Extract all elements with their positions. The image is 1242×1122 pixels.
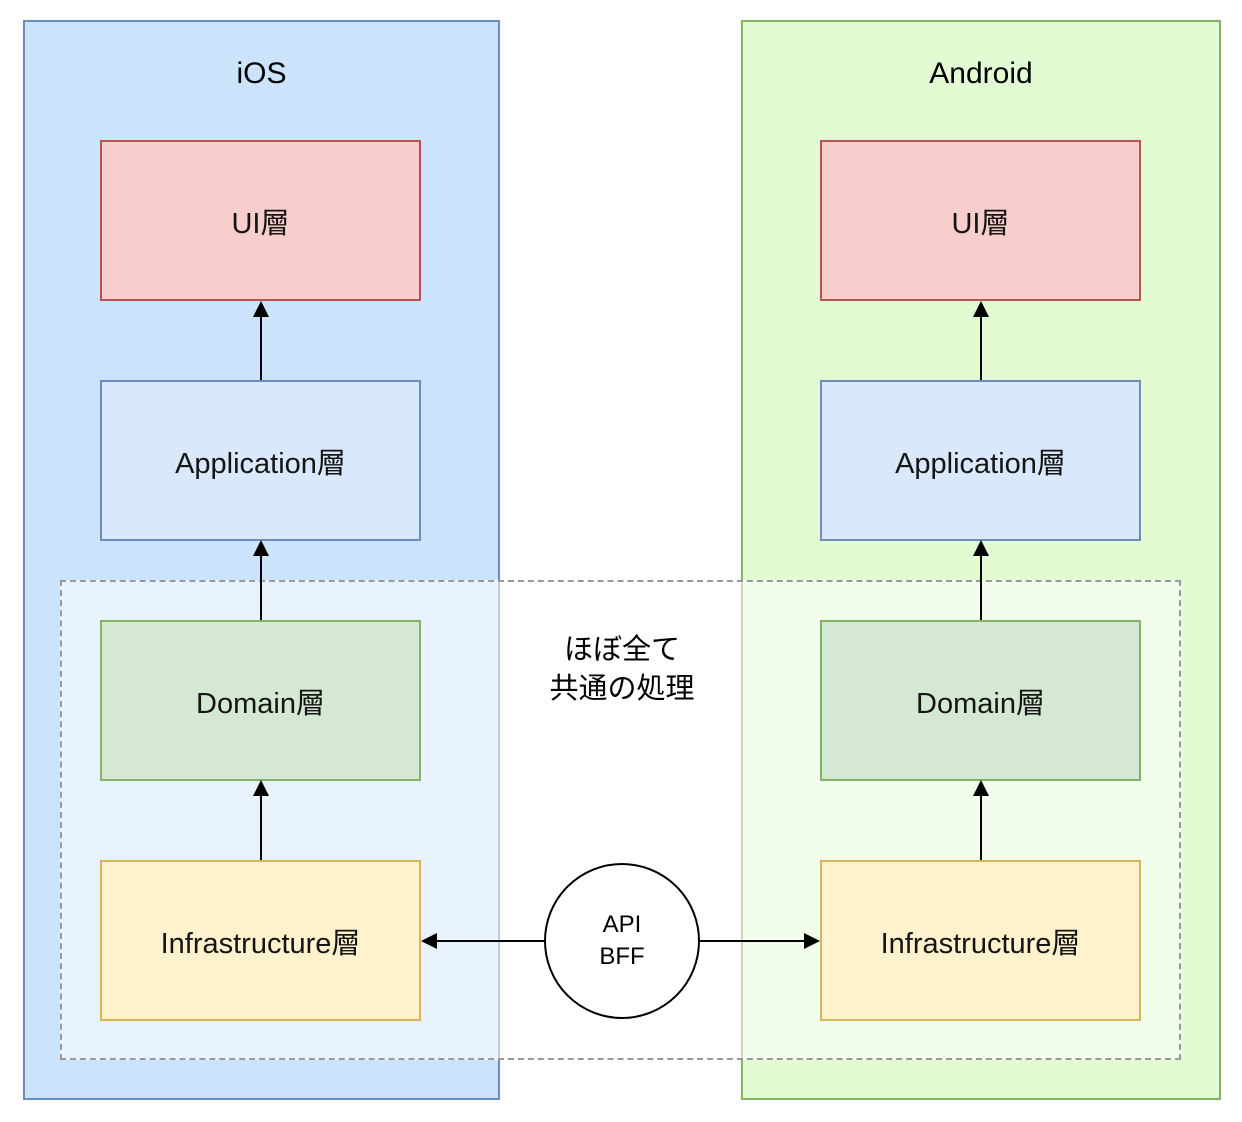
right-arrowhead-icon <box>804 933 820 949</box>
arrow-domain-to-application-android <box>972 540 990 620</box>
arrow-infrastructure-to-domain-ios <box>252 780 270 860</box>
ios-domain-layer-label: Domain層 <box>196 687 325 720</box>
arrow-domain-to-application-ios <box>252 540 270 620</box>
android-application-layer-label: Application層 <box>895 447 1066 480</box>
note-line-2: 共通の処理 <box>549 673 695 705</box>
left-arrowhead-icon <box>421 933 437 949</box>
android-ui-layer-box: UI層 <box>820 140 1141 301</box>
arrow-infrastructure-to-domain-android <box>972 780 990 860</box>
note-line-1: ほぼ全て <box>563 634 680 666</box>
ios-domain-layer-box: Domain層 <box>100 620 421 781</box>
android-domain-layer-label: Domain層 <box>916 687 1045 720</box>
ios-panel-title: iOS <box>236 57 287 90</box>
api-bff-hub: API BFF <box>544 863 700 1019</box>
ios-infrastructure-layer-label: Infrastructure層 <box>160 927 361 960</box>
android-infrastructure-layer-box: Infrastructure層 <box>820 860 1141 1021</box>
up-arrowhead-icon <box>973 540 989 556</box>
up-arrowhead-icon <box>253 540 269 556</box>
up-arrowhead-icon <box>973 301 989 317</box>
arrow-application-to-ui-android <box>972 301 990 380</box>
common-processing-note: ほぼ全て 共通の処理 <box>501 631 743 709</box>
arrow-hub-to-ios-infrastructure <box>421 932 544 950</box>
ios-application-layer-box: Application層 <box>100 380 421 541</box>
up-arrowhead-icon <box>253 301 269 317</box>
up-arrowhead-icon <box>973 780 989 796</box>
arrow-hub-to-android-infrastructure <box>700 932 820 950</box>
android-panel-title: Android <box>929 57 1033 90</box>
ios-ui-layer-label: UI層 <box>231 207 290 240</box>
ios-infrastructure-layer-box: Infrastructure層 <box>100 860 421 1021</box>
ios-ui-layer-box: UI層 <box>100 140 421 301</box>
android-ui-layer-label: UI層 <box>951 207 1010 240</box>
up-arrowhead-icon <box>253 780 269 796</box>
android-infrastructure-layer-label: Infrastructure層 <box>880 927 1081 960</box>
hub-label-bff: BFF <box>599 943 645 970</box>
hub-label-api: API <box>602 911 642 938</box>
arrow-application-to-ui-ios <box>252 301 270 380</box>
ios-application-layer-label: Application層 <box>175 447 346 480</box>
android-application-layer-box: Application層 <box>820 380 1141 541</box>
android-domain-layer-box: Domain層 <box>820 620 1141 781</box>
